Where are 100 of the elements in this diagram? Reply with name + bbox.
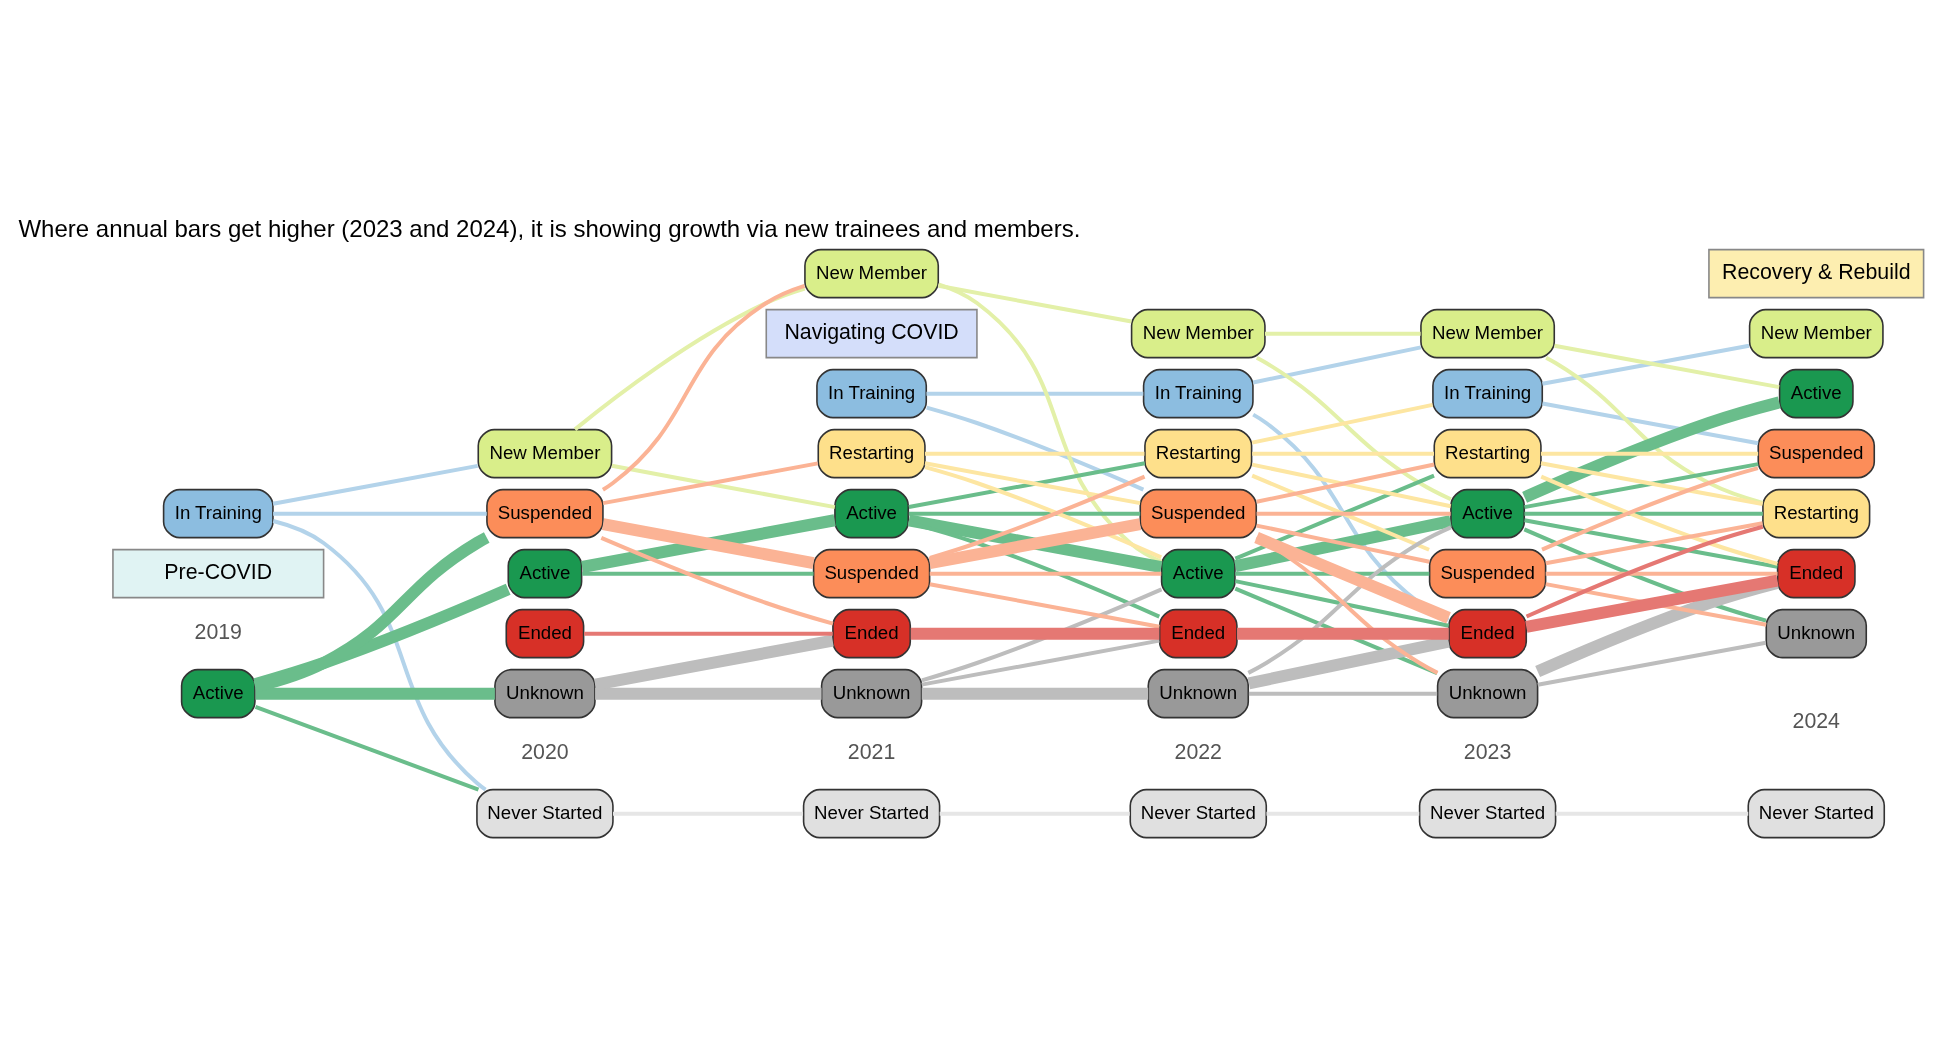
connector <box>1255 535 1439 675</box>
node-box: Suspended <box>812 548 931 598</box>
node-box: Active <box>507 548 583 598</box>
connector <box>1235 571 1430 576</box>
connector <box>1540 460 1763 506</box>
node-box: Suspended <box>1757 428 1876 478</box>
connector <box>253 531 490 693</box>
connector <box>273 511 487 516</box>
connector <box>1251 462 1452 508</box>
connector <box>925 451 1145 456</box>
node-box: Restarting <box>817 428 926 478</box>
node-box: Active <box>1160 548 1236 598</box>
connector <box>1248 691 1438 696</box>
connector <box>600 535 834 626</box>
connector <box>921 586 1163 682</box>
connector <box>1545 355 1764 505</box>
node-box: In Training <box>816 368 928 418</box>
connector <box>581 513 836 573</box>
node-box: New Member <box>477 428 613 478</box>
connector <box>1540 474 1778 566</box>
connector <box>573 286 806 431</box>
node-box: Restarting <box>1144 428 1253 478</box>
connector <box>1524 517 1778 569</box>
node-box: Ended <box>1776 548 1856 598</box>
connector <box>908 511 1141 516</box>
connector <box>1252 412 1450 622</box>
node-box: Restarting <box>1433 428 1542 478</box>
node-box: Unknown <box>1436 668 1539 718</box>
connector <box>938 283 1132 323</box>
node-box: Active <box>1778 368 1854 418</box>
connector <box>929 581 1160 629</box>
node-box: Unknown <box>494 668 596 718</box>
connector <box>1545 571 1778 576</box>
node-box: In Training <box>1142 368 1254 418</box>
node-box: Never Started <box>476 788 614 838</box>
connector <box>924 460 1141 505</box>
node-box: Ended <box>1448 608 1528 658</box>
node-box: Unknown <box>1765 608 1868 658</box>
node-box: Ended <box>832 608 912 658</box>
connector <box>255 687 495 700</box>
connector <box>1234 514 1452 572</box>
connector <box>1525 574 1779 633</box>
label: 2021 <box>847 739 896 764</box>
connector <box>1554 343 1780 389</box>
connector <box>907 513 1163 573</box>
connector <box>601 283 806 491</box>
connector <box>937 281 1163 564</box>
node-box: New Member <box>1130 308 1266 358</box>
connector <box>1251 473 1430 552</box>
connector <box>1265 331 1421 336</box>
node-box: Ended <box>505 608 585 658</box>
connector <box>1522 396 1781 503</box>
connector <box>921 638 1160 687</box>
connector <box>594 634 834 690</box>
connector <box>611 463 836 509</box>
label: 2023 <box>1463 739 1512 764</box>
node-box: Never Started <box>1747 788 1886 838</box>
connector <box>1524 511 1763 516</box>
connector <box>928 517 1142 569</box>
node-box: Suspended <box>486 488 604 538</box>
node-box: Suspended <box>1139 488 1258 538</box>
connector <box>602 460 819 505</box>
label: 2024 <box>1792 708 1840 733</box>
connector <box>1247 524 1452 675</box>
node-box: New Member <box>1420 308 1556 358</box>
connector <box>613 811 804 816</box>
node-box: Navigating COVID <box>765 308 978 358</box>
connector <box>1256 462 1435 504</box>
connector <box>1537 640 1767 687</box>
connector <box>1541 465 1759 551</box>
label: 2019 <box>194 619 242 644</box>
connector <box>939 811 1130 816</box>
connector <box>1251 402 1433 445</box>
node-box: Unknown <box>820 668 923 718</box>
connector <box>924 464 1163 559</box>
node-box: New Member <box>1748 308 1884 358</box>
connector <box>1254 531 1451 623</box>
connector <box>595 687 822 700</box>
connector <box>1545 520 1763 565</box>
connector <box>1542 343 1750 386</box>
connector <box>910 627 1160 640</box>
connector <box>1234 586 1438 675</box>
label: 2020 <box>521 739 569 764</box>
node-box: Restarting <box>1762 488 1871 538</box>
connector <box>1237 627 1449 640</box>
label: 2022 <box>1174 739 1222 764</box>
connector <box>1542 401 1759 445</box>
connector <box>1545 581 1767 627</box>
connector <box>929 474 1146 560</box>
connector <box>1555 811 1749 816</box>
node-box: Never Started <box>802 788 941 838</box>
node-box: Never Started <box>1418 788 1557 838</box>
node-box: Recovery & Rebuild <box>1708 248 1925 298</box>
connector <box>272 518 487 791</box>
node-box: Pre-COVID <box>112 548 325 598</box>
connector <box>908 460 1146 509</box>
node-box: New Member <box>804 248 940 298</box>
node-box: In Training <box>162 488 274 538</box>
diagram-title: Where annual bars get higher (2023 and 2024), it is showing growth via new trainees and members. <box>18 214 1081 242</box>
connector <box>272 463 479 506</box>
